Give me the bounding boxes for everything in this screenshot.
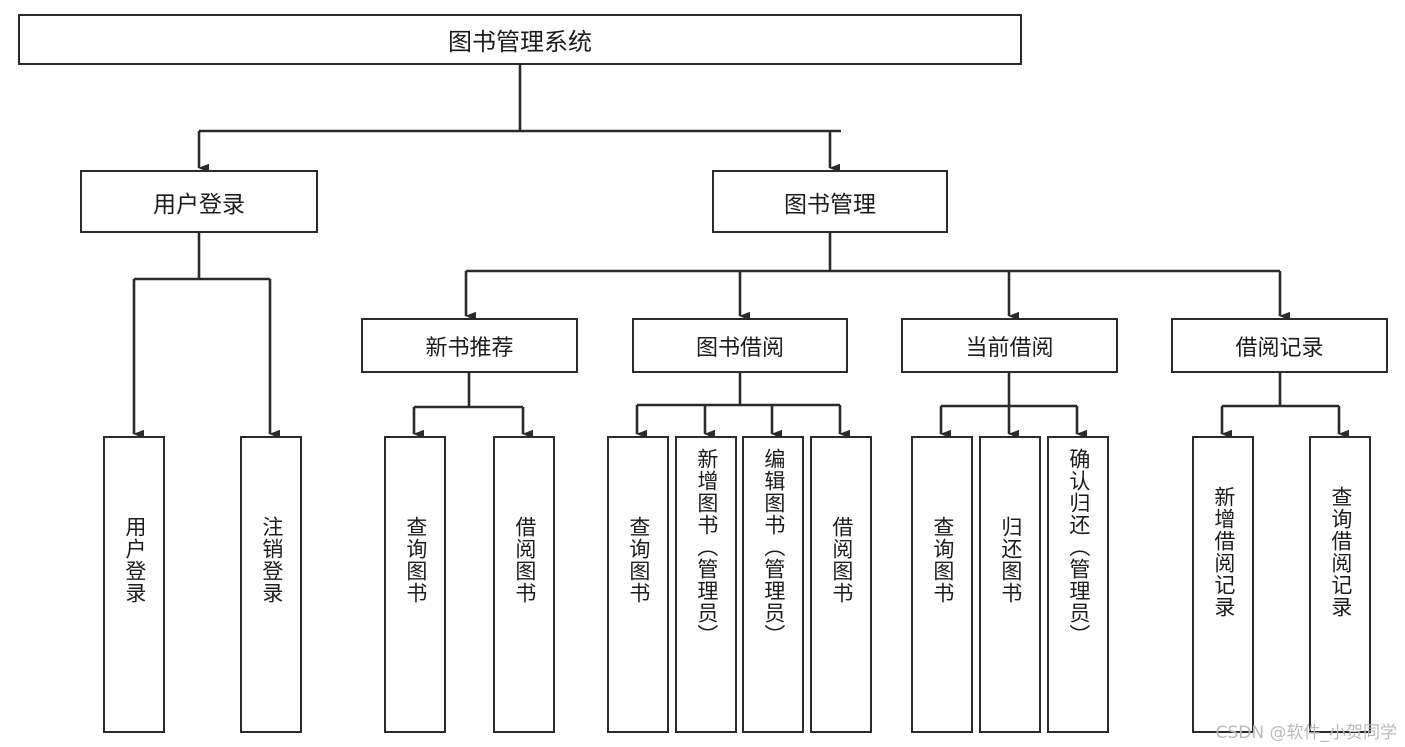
leaf-user-login[interactable]: 用户登录 xyxy=(103,436,165,733)
leaf-query-book-current[interactable]: 查询图书 xyxy=(911,436,973,733)
node-root-system[interactable]: 图书管理系统 xyxy=(18,14,1022,65)
csdn-watermark: CSDN @软件_小贺同学 xyxy=(1215,723,1397,743)
node-user-login[interactable]: 用户登录 xyxy=(80,170,318,233)
leaf-query-borrow-record[interactable]: 查询借阅记录 xyxy=(1309,436,1371,733)
leaf-return-book[interactable]: 归还图书 xyxy=(979,436,1041,733)
leaf-confirm-return-admin[interactable]: 确认归还（管理员） xyxy=(1047,436,1109,733)
leaf-add-book-admin[interactable]: 新增图书（管理员） xyxy=(675,436,737,733)
node-book-management[interactable]: 图书管理 xyxy=(712,170,948,233)
leaf-label: 查询借阅记录 xyxy=(1328,486,1353,618)
leaf-label: 借阅图书 xyxy=(512,516,537,604)
leaf-label: 查询图书 xyxy=(930,516,955,604)
leaf-label: 查询图书 xyxy=(403,516,428,604)
leaf-borrow-book-recommend[interactable]: 借阅图书 xyxy=(493,436,555,733)
node-borrow-record[interactable]: 借阅记录 xyxy=(1171,318,1388,373)
node-current-borrow[interactable]: 当前借阅 xyxy=(901,318,1118,373)
leaf-logout[interactable]: 注销登录 xyxy=(240,436,302,733)
leaf-query-book-recommend[interactable]: 查询图书 xyxy=(384,436,446,733)
leaf-label: 用户登录 xyxy=(122,516,147,604)
leaf-query-book-borrow[interactable]: 查询图书 xyxy=(607,436,669,733)
leaf-label: 借阅图书 xyxy=(829,516,854,604)
leaf-label: 编辑图书（管理员） xyxy=(761,448,786,646)
leaf-label: 新增图书（管理员） xyxy=(694,448,719,646)
leaf-label: 确认归还（管理员） xyxy=(1066,448,1091,646)
leaf-label: 归还图书 xyxy=(998,516,1023,604)
leaf-label: 查询图书 xyxy=(626,516,651,604)
leaf-borrow-book[interactable]: 借阅图书 xyxy=(810,436,872,733)
leaf-add-borrow-record[interactable]: 新增借阅记录 xyxy=(1192,436,1254,733)
leaf-label: 新增借阅记录 xyxy=(1211,486,1236,618)
node-book-borrow[interactable]: 图书借阅 xyxy=(632,318,848,373)
node-new-book-recommend[interactable]: 新书推荐 xyxy=(361,318,578,373)
leaf-label: 注销登录 xyxy=(259,516,284,604)
leaf-edit-book-admin[interactable]: 编辑图书（管理员） xyxy=(742,436,804,733)
